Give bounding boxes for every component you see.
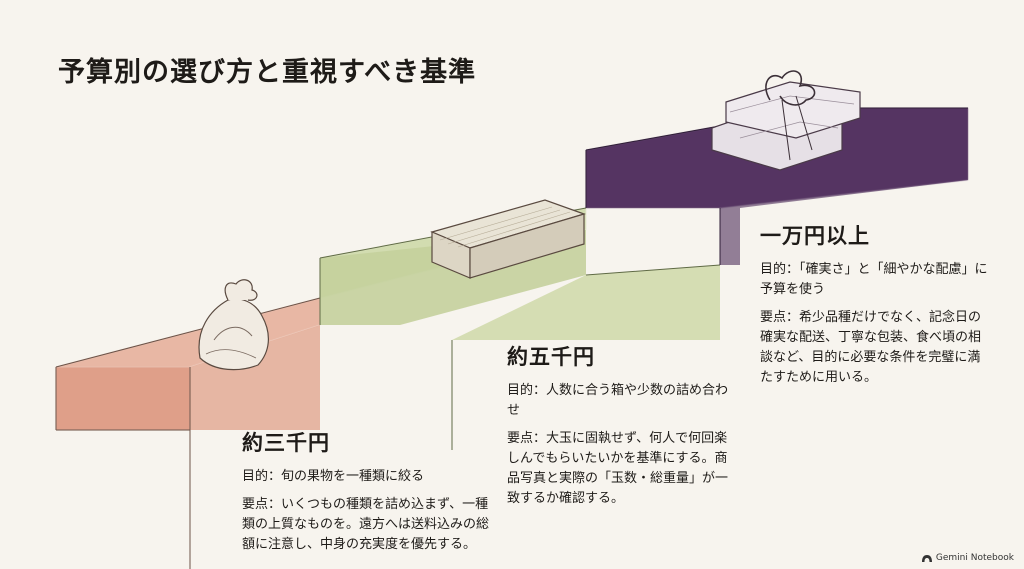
tier-purpose: 目的：人数に合う箱や少数の詰め合わせ xyxy=(507,383,729,418)
tier-five-thousand-yen: 約五千円 目的：人数に合う箱や少数の詰め合わせ 要点：大玉に固執せず、何人で何回… xyxy=(507,341,735,517)
tier-points: 要点：大玉に固執せず、何人で何回楽しんでもらいたいかを基準にする。商品写真と実際… xyxy=(507,431,729,506)
tier-points: 要点：いくつもの種類を詰め込まず、一種類の上質なものを。遠方へは送料込みの総額に… xyxy=(242,497,490,552)
tier-heading: 一万円以上 xyxy=(760,223,870,248)
tier-three-thousand-yen: 約三千円 目的：旬の果物を一種類に絞る 要点：いくつもの種類を詰め込まず、一種類… xyxy=(242,427,497,563)
tier-ten-thousand-yen-plus: 一万円以上 目的：「確実さ」と「細やかな配慮」に予算を使う 要点：希少品種だけで… xyxy=(760,220,990,396)
tier-purpose: 目的：旬の果物を一種類に絞る xyxy=(242,469,425,484)
wooden-box-icon xyxy=(430,199,586,279)
tier-heading: 約五千円 xyxy=(507,344,595,369)
gemini-notebook-icon xyxy=(921,554,932,562)
wrapped-gift-icon xyxy=(711,70,861,171)
tier-heading: 約三千円 xyxy=(242,430,330,455)
brand-label: Gemini Notebook xyxy=(935,553,1014,563)
page-title: 予算別の選び方と重視すべき基準 xyxy=(58,57,477,88)
brand-watermark: Gemini Notebook xyxy=(921,553,1014,563)
tier-purpose: 目的：「確実さ」と「細やかな配慮」に予算を使う xyxy=(760,262,988,297)
furoshiki-bundle-icon xyxy=(198,279,269,371)
tier-points: 要点：希少品種だけでなく、記念日の確実な配送、丁寧な包装、食べ頃の相談など、目的… xyxy=(760,310,982,385)
